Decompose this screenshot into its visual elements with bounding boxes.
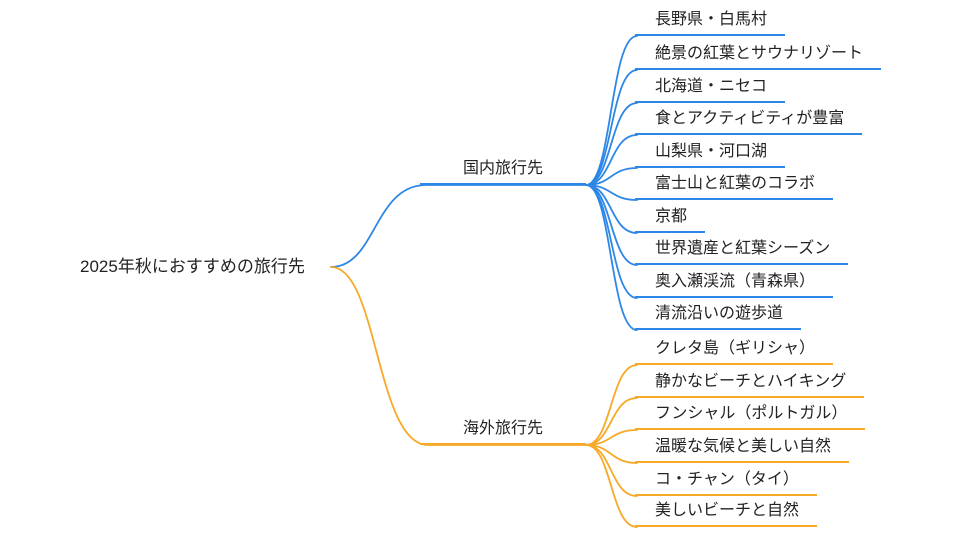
link-domestic-leaf-9: [585, 184, 638, 331]
leaf-node-oirase[interactable]: 奥入瀬渓流（青森県）: [635, 272, 834, 298]
leaf-node-funchal[interactable]: フンシャル（ポルトガル）: [635, 404, 866, 430]
leaf-node-crete[interactable]: クレタ島（ギリシャ）: [635, 339, 834, 365]
leaf-node-niseko-desc[interactable]: 食とアクティビティが豊富: [635, 109, 863, 135]
link-domestic-leaf-1: [585, 69, 638, 186]
leaf-node-koh-chang-desc[interactable]: 美しいビーチと自然: [635, 501, 818, 527]
link-domestic-leaf-2: [585, 102, 638, 186]
leaf-node-hokkaido-niseko[interactable]: 北海道・ニセコ: [635, 77, 786, 103]
leaf-node-koh-chang[interactable]: コ・チャン（タイ）: [635, 470, 817, 496]
link-domestic-leaf-3: [585, 134, 638, 186]
branch-node-domestic[interactable]: 国内旅行先: [420, 159, 586, 185]
leaf-node-yamanashi-kawaguchiko[interactable]: 山梨県・河口湖: [635, 142, 786, 168]
link-root-domestic: [330, 184, 587, 268]
leaf-node-nagano-hakuba[interactable]: 長野県・白馬村: [635, 10, 786, 36]
root-node[interactable]: 2025年秋におすすめの旅行先: [80, 257, 305, 276]
branch-node-overseas[interactable]: 海外旅行先: [420, 419, 586, 445]
leaf-node-kyoto[interactable]: 京都: [635, 207, 706, 233]
leaf-node-oirase-desc[interactable]: 清流沿いの遊歩道: [635, 304, 802, 330]
link-domestic-leaf-8: [585, 184, 638, 299]
leaf-node-crete-desc[interactable]: 静かなビーチとハイキング: [635, 372, 865, 398]
leaf-node-kawaguchiko-desc[interactable]: 富士山と紅葉のコラボ: [635, 174, 834, 200]
leaf-node-kyoto-desc[interactable]: 世界遺産と紅葉シーズン: [635, 239, 849, 265]
leaf-node-funchal-desc[interactable]: 温暖な気候と美しい自然: [635, 437, 850, 463]
link-overseas-leaf-5: [585, 444, 638, 528]
link-overseas-leaf-1: [585, 397, 638, 446]
link-domestic-leaf-0: [585, 35, 638, 186]
link-domestic-leaf-7: [585, 184, 638, 266]
link-root-overseas: [330, 266, 587, 446]
leaf-node-nagano-desc[interactable]: 絶景の紅葉とサウナリゾート: [635, 44, 882, 70]
link-overseas-leaf-0: [585, 364, 638, 446]
